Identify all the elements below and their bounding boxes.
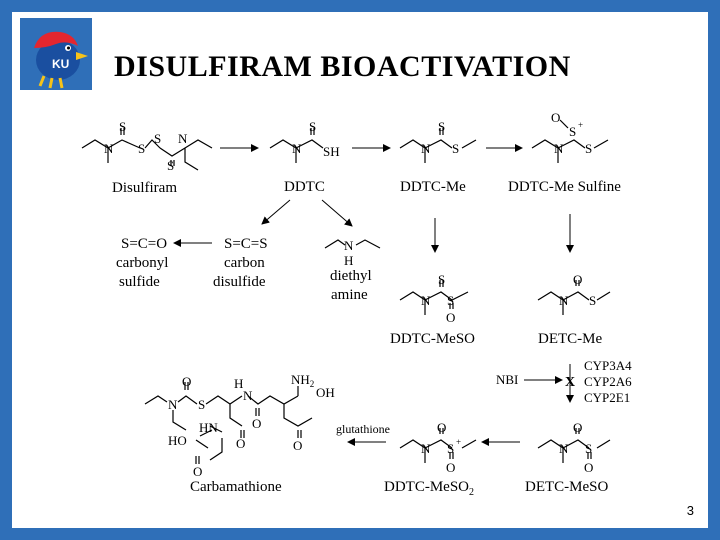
atom-o: O: [252, 416, 261, 431]
label-disulfiram: Disulfiram: [112, 180, 177, 196]
atom-n: N: [421, 141, 431, 156]
enzyme-label: CYP3A4: [584, 358, 632, 373]
label-cs2-name: carbon: [224, 255, 265, 271]
label-cs2-formula: S=C=S: [224, 236, 268, 252]
atom-o: O: [584, 460, 593, 475]
label-detc-me: DETC-Me: [538, 331, 602, 347]
atom-s: S: [309, 119, 316, 134]
glutathione-label: glutathione: [336, 422, 390, 436]
atom-o: O: [236, 436, 245, 451]
carbamathione-structure: [144, 382, 313, 464]
atom-s: S: [154, 131, 161, 146]
label-diethylamine: amine: [331, 287, 368, 303]
reaction-arrows: [173, 144, 574, 446]
atom-h: H: [234, 376, 243, 391]
atom-o: O: [437, 420, 446, 435]
enzyme-label: CYP2E1: [584, 390, 630, 405]
atom-s: S: [585, 141, 592, 156]
atom-o: O: [293, 438, 302, 453]
atom-s: S: [438, 272, 445, 287]
label-ddtc-meso2: DDTC-MeSO2: [384, 479, 474, 498]
atom-s: S: [167, 158, 174, 173]
atom-n: N: [178, 131, 188, 146]
jayhawk-logo-icon: KU: [20, 18, 92, 90]
ddtc-me-sulfine-structure: [531, 119, 609, 163]
atom-s: S: [589, 293, 596, 308]
atom-s: S: [585, 441, 592, 456]
atom-s: S: [447, 441, 454, 456]
atom-oh: OH: [316, 385, 335, 400]
atom-n: N: [344, 238, 354, 253]
ddtc-meso-structure: [399, 280, 469, 315]
page-number: 3: [686, 503, 694, 518]
detc-me-structure: [537, 280, 611, 315]
label-diethylamine: diethyl: [330, 268, 372, 284]
atom-o: O: [573, 420, 582, 435]
inhibitor-label: NBI: [496, 372, 518, 387]
atom-n: N: [104, 141, 114, 156]
atom-s: S: [569, 124, 576, 139]
atom-o: O: [446, 460, 455, 475]
label-detc-meso: DETC-MeSO: [525, 479, 608, 495]
label-ddtc-meso: DDTC-MeSO: [390, 331, 475, 347]
ddtc-me-structure: [399, 128, 477, 163]
atom-n: N: [554, 141, 564, 156]
atom-n: N: [292, 141, 302, 156]
label-ddtc: DDTC: [284, 179, 325, 195]
atom-n: N: [559, 293, 569, 308]
atom-h: H: [344, 253, 353, 268]
atom-n: N: [168, 397, 178, 412]
label-cos-name: carbonyl: [116, 255, 168, 271]
compound-labels: Disulfiram DDTC DDTC-Me DDTC-Me Sulfine …: [112, 179, 621, 498]
atom-n: N: [421, 293, 431, 308]
arrow-ddtc-diethylamine: [321, 199, 353, 227]
ddtc-meso2-structure: [399, 428, 477, 463]
label-cos-formula: S=C=O: [121, 236, 167, 252]
atom-ho: HO: [168, 433, 187, 448]
label-carbamathione: Carbamathione: [190, 479, 282, 495]
disulfiram-structure: [81, 128, 213, 171]
enzyme-label: CYP2A6: [584, 374, 632, 389]
atom-s: S: [198, 397, 205, 412]
atom-s: S: [452, 141, 459, 156]
atom-o: O: [573, 272, 582, 287]
university-logo: KU: [20, 18, 92, 90]
atom-s: S: [438, 119, 445, 134]
atom-o: O: [182, 374, 191, 389]
atom-s: S: [447, 293, 454, 308]
detc-meso-structure: [537, 428, 611, 463]
atom-plus: +: [578, 120, 583, 130]
inhibition-mark: X: [565, 375, 575, 390]
label-cos-name: sulfide: [119, 274, 160, 290]
atom-s: S: [138, 141, 145, 156]
enzyme-labels: CYP3A4 CYP2A6 CYP2E1 NBI X glutathione: [336, 358, 632, 436]
atom-o: O: [446, 310, 455, 325]
atom-n: N: [559, 441, 569, 456]
atom-labels: N S S S S N N S SH N S S N O S + S N H N…: [104, 110, 596, 479]
atom-hn: HN: [199, 420, 218, 435]
atom-n: N: [243, 388, 253, 403]
atom-sh: SH: [323, 144, 340, 159]
atom-o: O: [193, 464, 202, 479]
atom-nh2: NH2: [291, 372, 314, 389]
atom-o: O: [551, 110, 560, 125]
ddtc-structure: [269, 128, 324, 163]
label-ddtc-me-sulfine: DDTC-Me Sulfine: [508, 179, 621, 195]
page-title: DISULFIRAM BIOACTIVATION: [114, 50, 571, 83]
label-ddtc-me: DDTC-Me: [400, 179, 466, 195]
diethylamine-structure: [324, 239, 381, 249]
atom-s: S: [119, 119, 126, 134]
arrow-ddtc-cs2: [261, 199, 291, 225]
atom-plus: +: [456, 437, 461, 447]
atom-n: N: [421, 441, 431, 456]
logo-text: KU: [52, 57, 69, 71]
label-cs2-name: disulfide: [213, 274, 266, 290]
